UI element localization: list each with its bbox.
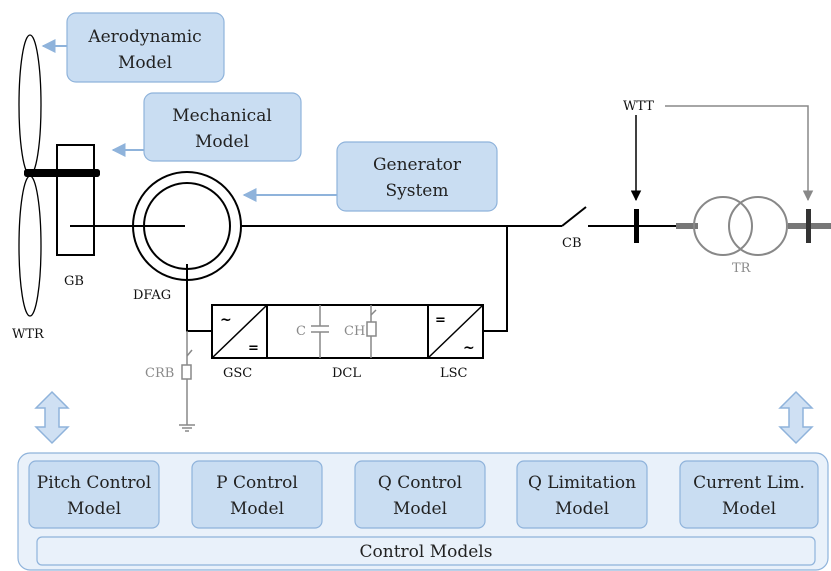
svg-text:P Control: P Control <box>216 473 298 493</box>
ch-label: CH <box>344 324 365 339</box>
generator-system-box: Generator System <box>336 141 498 212</box>
cb-label: CB <box>562 236 582 251</box>
tr-label: TR <box>732 261 752 276</box>
circuit-breaker <box>561 206 587 227</box>
control-models-title-box: Control Models <box>36 536 816 566</box>
crowbar-resistor <box>181 364 192 380</box>
svg-text:Q Limitation: Q Limitation <box>528 473 636 493</box>
svg-text:~: ~ <box>220 312 232 328</box>
aerodynamic-model-line1: Aerodynamic <box>87 27 201 47</box>
dcl-label: DCL <box>332 366 361 381</box>
svg-text:Model: Model <box>393 499 447 519</box>
dfag-label: DFAG <box>133 288 171 303</box>
aerodynamic-model-line2: Model <box>118 53 172 73</box>
gsc-converter: ~ = <box>211 304 268 359</box>
crb-label: CRB <box>145 366 174 381</box>
wtt-grid-arrow <box>665 105 814 202</box>
grid-bus <box>806 209 811 243</box>
mechanical-model-line1: Mechanical <box>172 106 272 126</box>
lsc-converter: = ~ <box>427 304 484 359</box>
svg-text:Model: Model <box>230 499 284 519</box>
wtt-label: WTT <box>623 99 654 114</box>
aerodynamic-model-box: Aerodynamic Model <box>66 12 225 83</box>
svg-text:Model: Model <box>67 499 121 519</box>
control-box-pitch: Pitch Control Model <box>28 460 160 529</box>
svg-text:=: = <box>435 313 446 328</box>
generator-system-line2: System <box>386 181 449 201</box>
svg-text:Current Lim.: Current Lim. <box>693 473 805 493</box>
transformer <box>693 196 788 256</box>
control-box-current-lim: Current Lim. Model <box>679 460 819 529</box>
control-box-q-limitation: Q Limitation Model <box>516 460 648 529</box>
mechanical-model-line2: Model <box>195 132 249 152</box>
control-box-q: Q Control Model <box>354 460 486 529</box>
lsc-label: LSC <box>440 366 468 381</box>
control-box-p: P Control Model <box>191 460 323 529</box>
generator-system-line1: Generator <box>373 155 462 175</box>
lsc-grid-line <box>483 226 508 332</box>
gb-label: GB <box>64 274 84 289</box>
gsc-label: GSC <box>223 366 252 381</box>
left-double-arrow <box>34 390 70 445</box>
svg-text:~: ~ <box>463 340 475 356</box>
svg-text:Model: Model <box>555 499 609 519</box>
svg-text:Q Control: Q Control <box>378 473 462 493</box>
svg-text:=: = <box>248 341 259 356</box>
svg-text:Pitch Control: Pitch Control <box>37 473 151 493</box>
gearbox <box>56 144 95 256</box>
dc-capacitor <box>311 305 329 358</box>
ground-icon <box>179 424 195 432</box>
svg-text:Model: Model <box>722 499 776 519</box>
right-double-arrow <box>778 390 814 445</box>
mechanical-model-box: Mechanical Model <box>143 92 302 162</box>
wtr-label: WTR <box>12 327 45 342</box>
dc-chopper <box>366 305 377 358</box>
c-label: C <box>296 324 306 339</box>
wtt-bus <box>634 209 639 243</box>
control-models-title: Control Models <box>360 542 493 562</box>
